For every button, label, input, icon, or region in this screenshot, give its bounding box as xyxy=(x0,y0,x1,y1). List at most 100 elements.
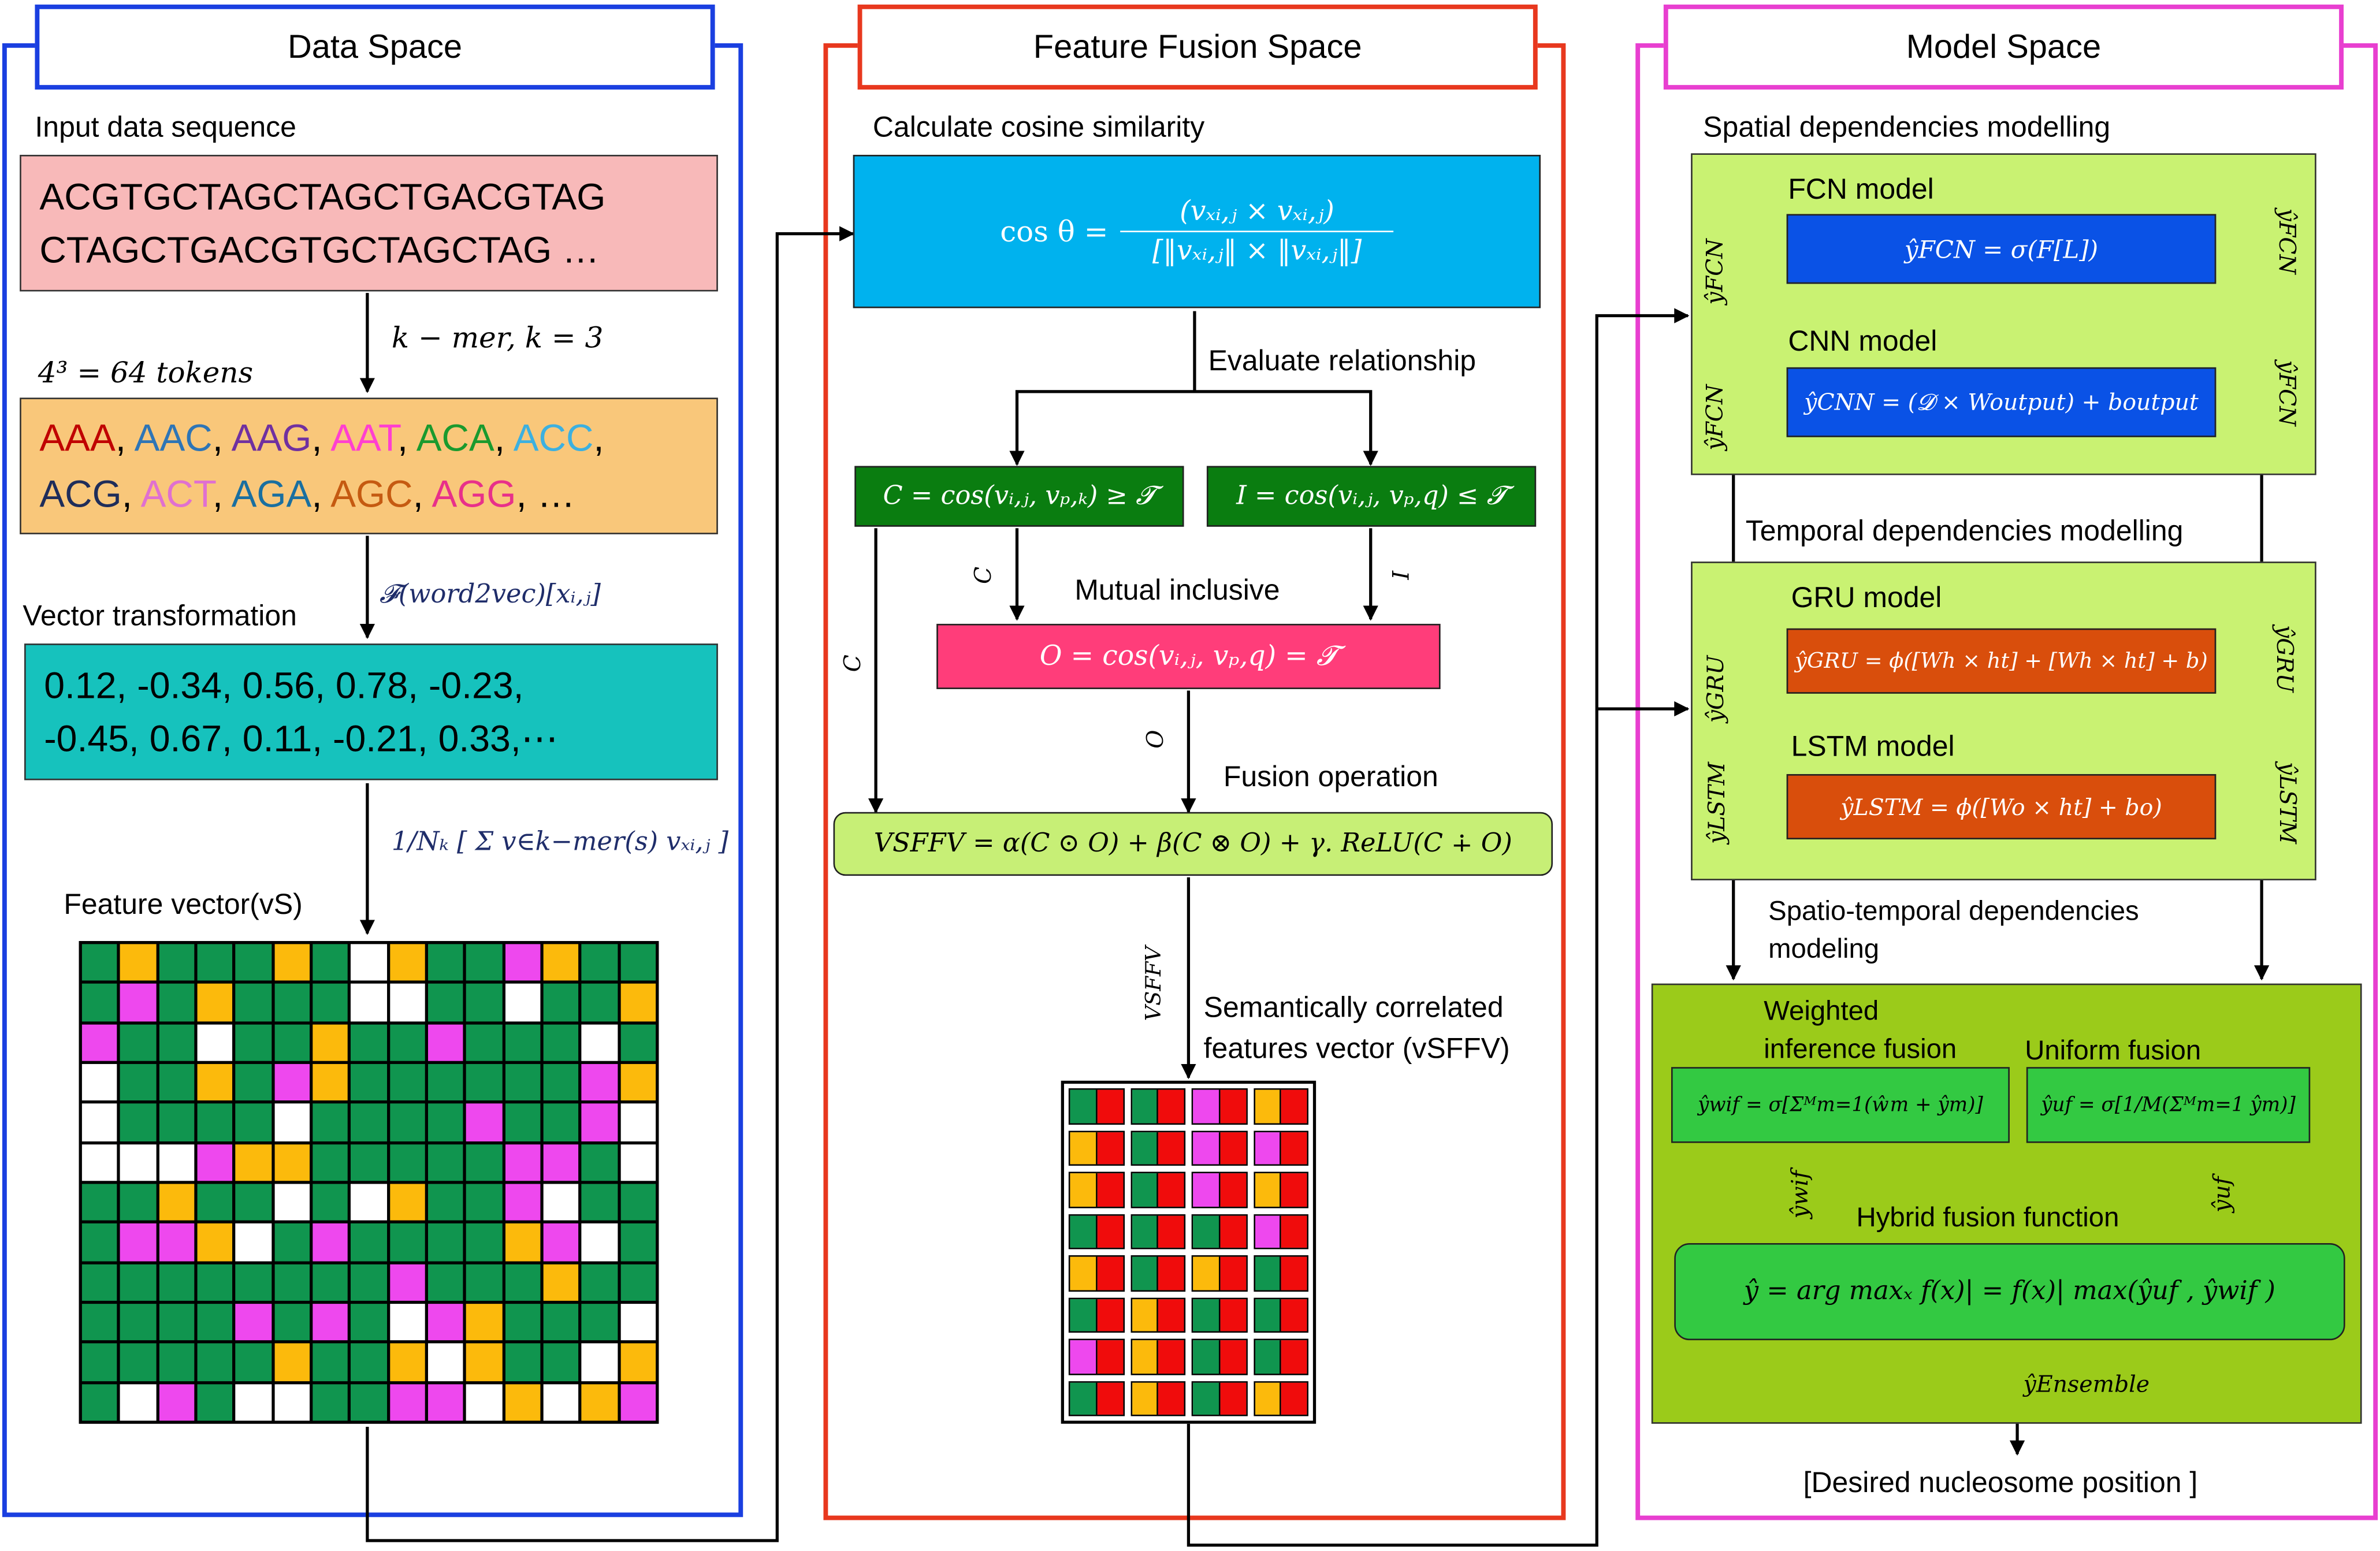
fused-cell-pair xyxy=(1253,1088,1308,1124)
grid-cell xyxy=(389,1304,425,1341)
grid-cell xyxy=(543,1024,579,1061)
feature-vector-grid xyxy=(79,941,659,1424)
fused-cell-pair xyxy=(1068,1171,1124,1208)
fused-cell-left xyxy=(1254,1340,1282,1373)
fused-cell-pair xyxy=(1191,1130,1247,1166)
grid-cell xyxy=(236,1383,272,1421)
fused-cell-left xyxy=(1131,1382,1159,1415)
y-fcn-left-1: ŷFCN xyxy=(1701,239,1729,305)
grid-cell xyxy=(505,1063,541,1101)
fused-cell-right xyxy=(1097,1340,1123,1373)
fused-cell-left xyxy=(1070,1340,1098,1373)
token-ellipsis: … xyxy=(537,473,575,516)
fused-cell-right xyxy=(1281,1340,1307,1373)
fused-cell-right xyxy=(1281,1173,1307,1206)
lstm-title: LSTM model xyxy=(1791,731,1955,764)
grid-cell xyxy=(158,1184,195,1221)
kmer-token: AAC xyxy=(134,417,213,460)
token-separator: , xyxy=(311,473,331,516)
cnn-box: ŷCNN = (𝓓 × Woutput) + boutput xyxy=(1786,367,2217,437)
grid-cell xyxy=(505,1263,541,1301)
grid-cell xyxy=(427,1104,464,1141)
grid-cell xyxy=(236,944,272,981)
grid-cell xyxy=(158,1344,195,1381)
fused-cell-pair xyxy=(1130,1255,1186,1291)
grid-cell xyxy=(81,984,118,1021)
grid-cell xyxy=(351,1063,387,1101)
grid-cell xyxy=(158,1063,195,1101)
wif-title-2: inference fusion xyxy=(1764,1033,1957,1064)
wif-formula: ŷwif = σ[Σᴹm=1(ŵm + ŷm)] xyxy=(1698,1093,1983,1117)
fused-cell-left xyxy=(1070,1298,1098,1331)
fused-cell-left xyxy=(1070,1382,1098,1415)
grid-cell xyxy=(466,1024,502,1061)
token-separator: , xyxy=(115,417,135,460)
uf-formula: ŷuf = σ[1/M(Σᴹm=1 ŷm)] xyxy=(2041,1093,2296,1117)
model-space-title: Model Space xyxy=(1906,27,2102,65)
y-fcn-left-2: ŷFCN xyxy=(1701,384,1729,451)
grid-cell xyxy=(81,1024,118,1061)
mutual-inclusive-label: Mutual inclusive xyxy=(1074,575,1280,608)
grid-cell xyxy=(351,984,387,1021)
input-sequence-label: Input data sequence xyxy=(35,112,296,144)
fused-cell-left xyxy=(1070,1215,1098,1248)
grid-cell xyxy=(197,1304,233,1341)
grid-cell xyxy=(427,1063,464,1101)
grid-cell xyxy=(389,1104,425,1141)
grid-cell xyxy=(81,1263,118,1301)
gru-box: ŷGRU = ϕ([Wh × ht] + [Wh × ht] + b) xyxy=(1786,628,2217,694)
grid-cell xyxy=(582,1263,618,1301)
fused-cell-right xyxy=(1158,1256,1184,1290)
grid-cell xyxy=(81,1383,118,1421)
kmer-token: ACC xyxy=(513,417,594,460)
grid-cell xyxy=(120,1344,156,1381)
fused-cell-pair xyxy=(1253,1297,1308,1333)
grid-cell xyxy=(274,1263,310,1301)
hybrid-formula: ŷ = arg maxₓ f(x)| = f(x)| max(ŷuf , ŷwi… xyxy=(1743,1276,2275,1307)
grid-cell xyxy=(389,1263,425,1301)
grid-cell xyxy=(620,1024,656,1061)
c-edge-label-2: C xyxy=(839,654,867,672)
grid-cell xyxy=(236,1144,272,1181)
grid-cell xyxy=(274,1144,310,1181)
fused-cell-left xyxy=(1254,1382,1282,1415)
grid-cell xyxy=(389,944,425,981)
cosine-similarity-box: cos θ = (vₓᵢ,ⱼ × vₓᵢ,ⱼ) [‖vₓᵢ,ⱼ‖ × ‖vₓᵢ,… xyxy=(853,155,1541,308)
grid-cell xyxy=(120,1383,156,1421)
grid-cell xyxy=(543,1184,579,1221)
fused-cell-pair xyxy=(1130,1130,1186,1166)
grid-cell xyxy=(582,1304,618,1341)
grid-cell xyxy=(505,984,541,1021)
word2vec-formula: 𝓕(word2vec)[xᵢ,ⱼ] xyxy=(379,579,601,611)
grid-cell xyxy=(351,1344,387,1381)
fused-cell-left xyxy=(1193,1382,1220,1415)
lstm-box: ŷLSTM = ϕ([Wo × ht] + bo) xyxy=(1786,774,2217,840)
y-lstm-right: ŷLSTM xyxy=(2274,761,2301,845)
fused-cell-right xyxy=(1158,1089,1184,1123)
grid-cell xyxy=(158,1383,195,1421)
grid-cell xyxy=(158,984,195,1021)
fused-cell-pair xyxy=(1068,1130,1124,1166)
token-separator: , xyxy=(212,473,232,516)
fused-cell-right xyxy=(1281,1298,1307,1331)
i-edge-label: I xyxy=(1387,571,1415,580)
grid-cell xyxy=(120,1144,156,1181)
fused-cell-left xyxy=(1193,1256,1220,1290)
vector-box: 0.12, -0.34, 0.56, 0.78, -0.23, -0.45, 0… xyxy=(24,644,718,780)
grid-cell xyxy=(81,944,118,981)
fused-cell-left xyxy=(1131,1131,1159,1165)
grid-cell xyxy=(274,1383,310,1421)
fused-cell-pair xyxy=(1191,1213,1247,1249)
kmer-token: ACG xyxy=(39,473,122,516)
fused-cell-right xyxy=(1097,1089,1123,1123)
grid-cell xyxy=(466,1144,502,1181)
fused-cell-left xyxy=(1070,1256,1098,1290)
kmer-token: ACA xyxy=(416,417,494,460)
grid-cell xyxy=(466,1184,502,1221)
fused-cell-pair xyxy=(1068,1338,1124,1375)
grid-cell xyxy=(158,1304,195,1341)
grid-cell xyxy=(197,1344,233,1381)
grid-cell xyxy=(582,1063,618,1101)
grid-cell xyxy=(427,1263,464,1301)
grid-cell xyxy=(427,1304,464,1341)
